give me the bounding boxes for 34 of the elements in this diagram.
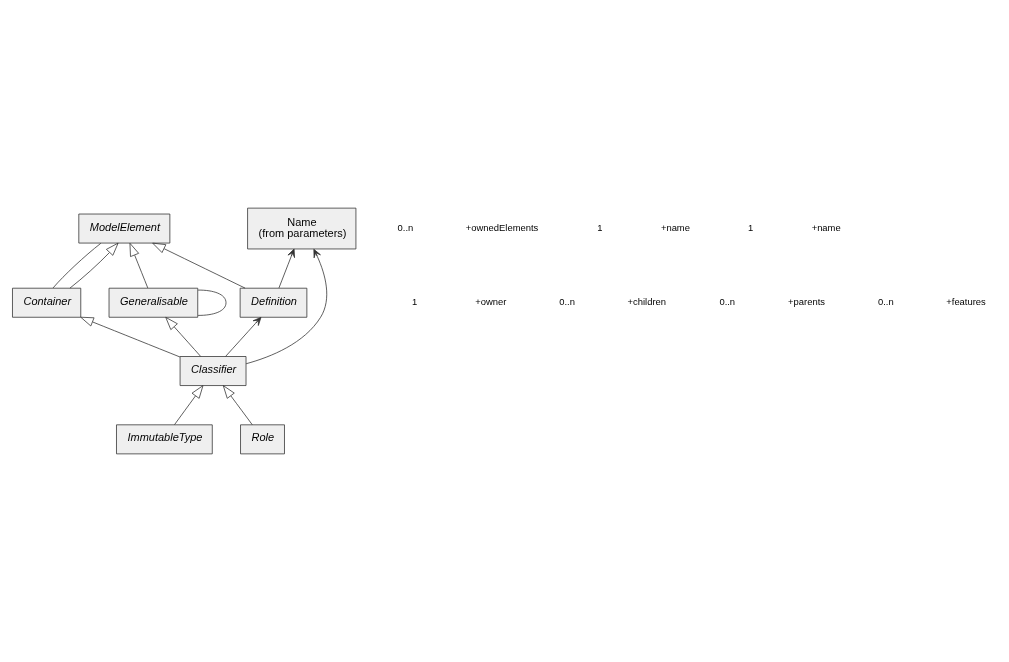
label: +name [660,221,690,233]
arrow [165,316,202,357]
arrow [225,316,262,357]
node-box: ImmutableType [116,424,213,455]
arrow [129,242,149,289]
label: 0..n [397,221,414,233]
arrow [278,248,295,289]
connector [52,242,102,289]
label: 0..n [877,296,894,308]
arrow [174,385,204,426]
arrow [222,385,253,426]
arrow [152,242,246,289]
connector [197,289,227,316]
arrow [80,316,181,358]
node-box: Definition [239,287,308,318]
label: 0..n [559,296,575,308]
arrow [245,248,328,365]
node-box: Classifier [179,356,247,386]
label: 1 [412,296,418,308]
arrow [69,242,119,289]
node-box: Role [240,424,285,455]
label: +ownedElements [465,221,539,233]
node-box: Name (from parameters) [247,207,357,250]
label: 0..n [719,296,736,308]
label: +parents [788,296,825,308]
label: +name [811,221,841,233]
node-box: Container [12,287,82,318]
label: 1 [748,221,754,233]
label: +owner [475,296,507,308]
label: +children [627,296,666,308]
label: +features [946,296,986,308]
node-box: Generalisable [108,287,199,318]
label: 1 [597,221,603,233]
node-box: ModelElement [78,213,171,244]
